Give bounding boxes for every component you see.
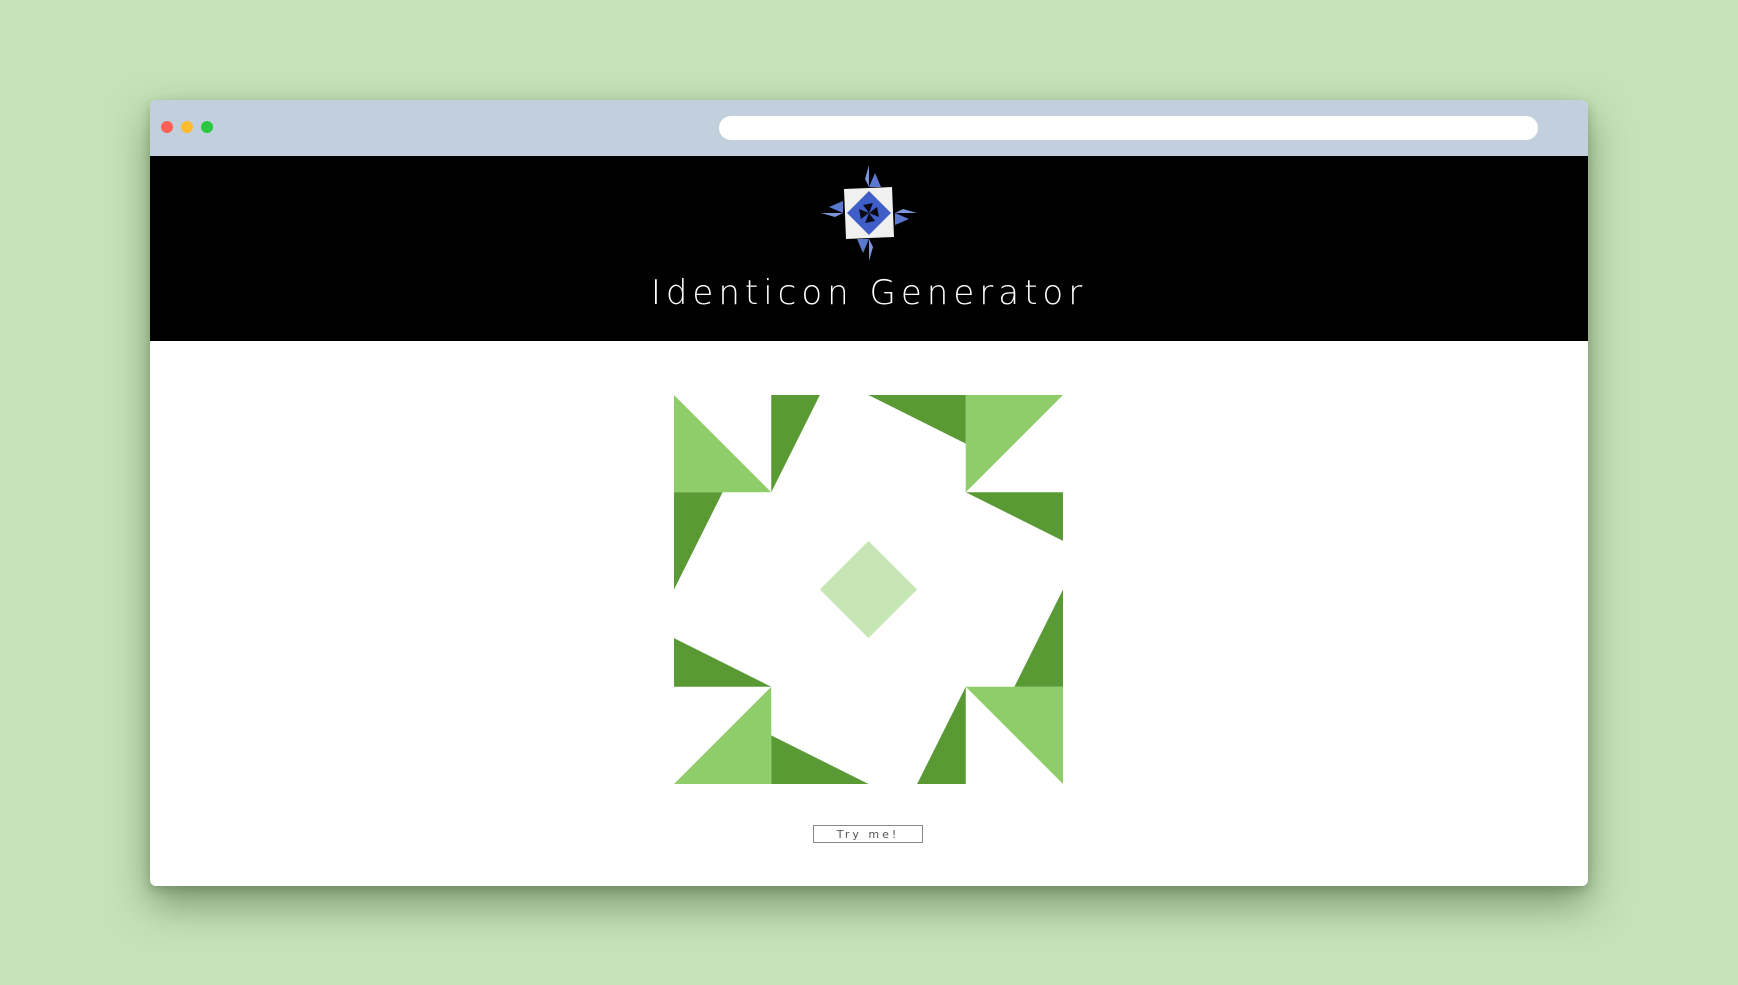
try-me-button[interactable]: Try me!	[813, 825, 923, 843]
identicon-tile	[965, 395, 1063, 493]
identicon-tile	[674, 492, 723, 590]
identicon-tile	[1014, 589, 1063, 687]
address-bar[interactable]	[719, 116, 1538, 140]
identicon-tile	[917, 686, 966, 784]
identicon-tile	[674, 638, 772, 687]
browser-titlebar	[150, 100, 1588, 156]
identicon-tile	[868, 395, 966, 444]
site-header: Identicon Generator	[150, 156, 1588, 341]
identicon-tile	[674, 395, 772, 493]
identicon-tile	[771, 395, 820, 493]
minimize-dot-icon[interactable]	[181, 121, 193, 133]
generated-identicon	[674, 395, 1063, 784]
identicon-tile	[674, 686, 772, 784]
page-title: Identicon Generator	[650, 273, 1088, 313]
maximize-dot-icon[interactable]	[201, 121, 213, 133]
close-dot-icon[interactable]	[161, 121, 173, 133]
identicon-tile	[965, 686, 1063, 784]
identicon-center-diamond	[819, 540, 918, 639]
browser-window: Identicon Generator Try me!	[150, 100, 1588, 886]
identicon-tile	[965, 492, 1063, 541]
identicon-logo-icon	[821, 165, 917, 261]
identicon-tile	[771, 735, 869, 784]
